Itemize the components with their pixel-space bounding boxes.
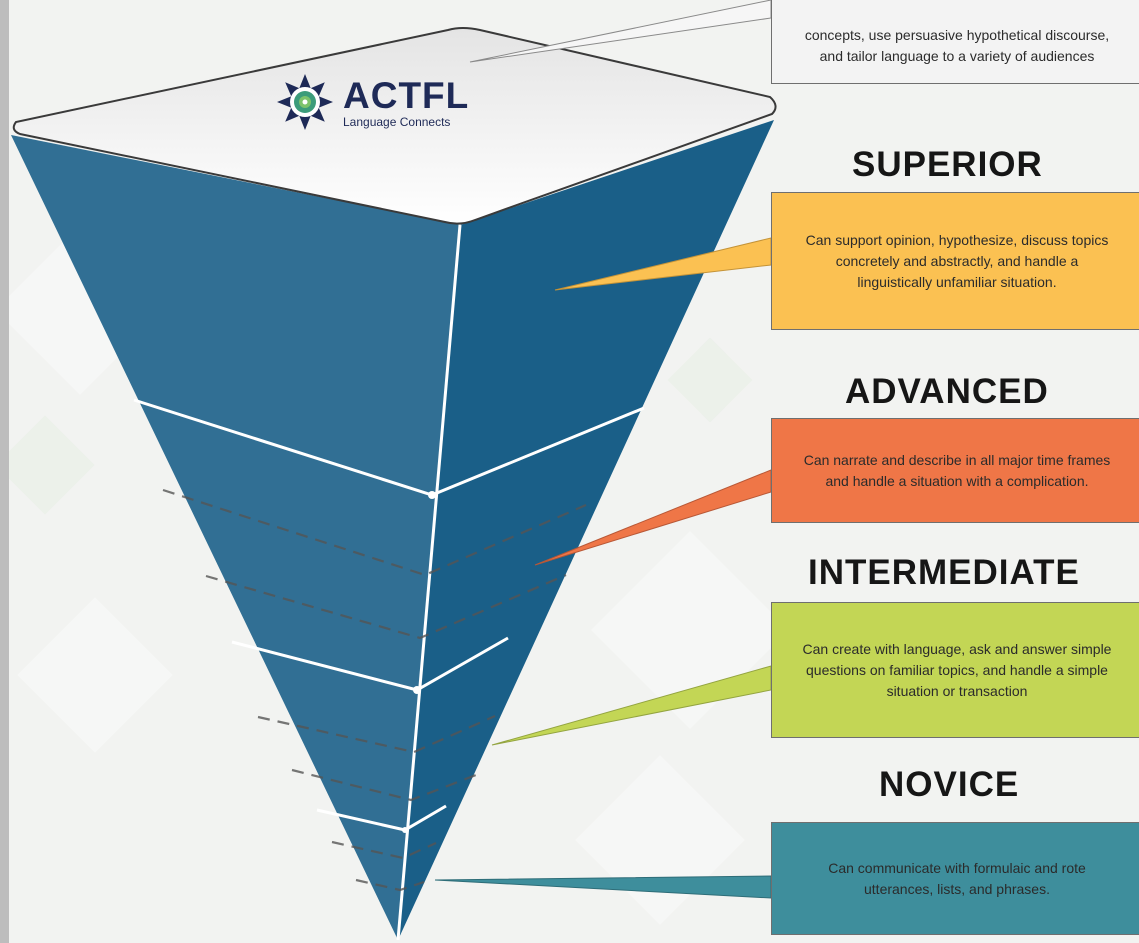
- advanced-callout: Can narrate and describe in all major ti…: [771, 418, 1139, 523]
- actfl-logo: ACTFL Language Connects: [275, 72, 469, 132]
- novice-description: Can communicate with formulaic and rote …: [828, 859, 1086, 897]
- superior-description: Can support opinion, hypothesize, discus…: [805, 231, 1109, 290]
- distinguished-callout: concepts, use persuasive hypothetical di…: [771, 0, 1139, 84]
- superior-callout: Can support opinion, hypothesize, discus…: [771, 192, 1139, 330]
- pyramid-center-ridge: [396, 224, 462, 941]
- intermediate-title: INTERMEDIATE: [808, 553, 1080, 592]
- logo-tagline: Language Connects: [343, 114, 451, 129]
- top-leader: [469, 0, 772, 63]
- intermediate-callout: Can create with language, ask and answer…: [771, 602, 1139, 738]
- distinguished-description: concepts, use persuasive hypothetical di…: [804, 27, 1110, 64]
- novice-callout: Can communicate with formulaic and rote …: [771, 822, 1139, 935]
- pyramid-left-face-shade: [11, 135, 460, 940]
- pyramid-body: [11, 120, 774, 940]
- logo-name: ACTFL: [343, 74, 470, 116]
- superior-title: SUPERIOR: [852, 145, 1043, 184]
- advanced-description: Can narrate and describe in all major ti…: [803, 451, 1111, 489]
- intermediate-description: Can create with language, ask and answer…: [802, 640, 1112, 699]
- actfl-logo-icon: [277, 74, 333, 130]
- advanced-title: ADVANCED: [845, 372, 1049, 411]
- novice-leader: [434, 875, 772, 899]
- pyramid-top-face: [12, 27, 777, 225]
- intermediate-leader: [491, 665, 772, 746]
- left-edge-bar: [0, 0, 9, 943]
- novice-title: NOVICE: [879, 765, 1020, 804]
